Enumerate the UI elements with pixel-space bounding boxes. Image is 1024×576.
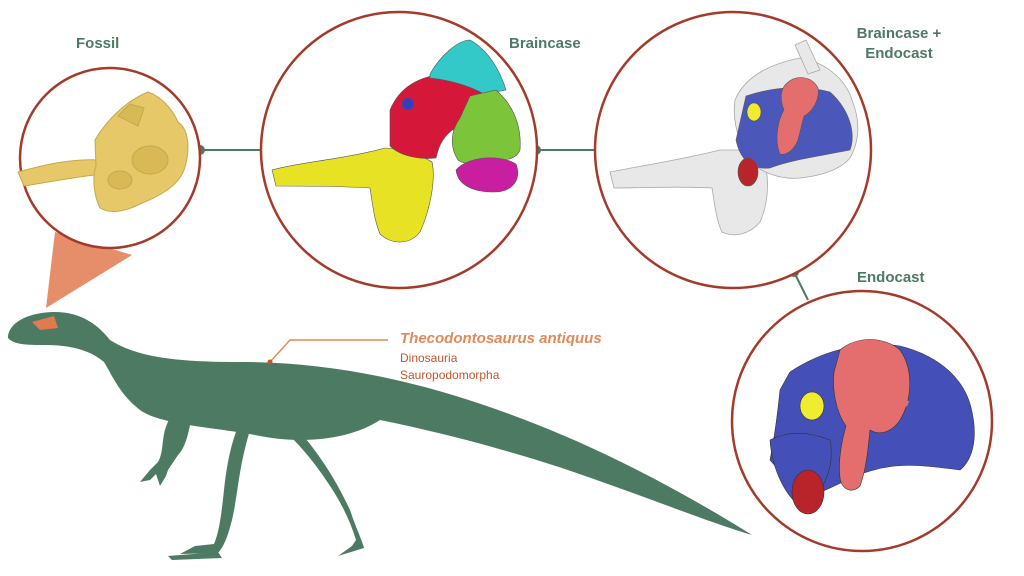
- fossil-bone: [17, 91, 189, 212]
- braincase-endocast-circle: [593, 10, 873, 290]
- dinosaur-arm: [150, 418, 190, 470]
- endocast-model: [769, 339, 975, 515]
- label-braincase-endocast-line2: Endocast: [865, 45, 933, 62]
- species-clade-sauropodomorpha: Sauropodomorpha: [400, 368, 500, 382]
- label-braincase: Braincase: [509, 35, 581, 52]
- endocast-darkred-volume: [791, 469, 825, 515]
- dinosaur-silhouette: [8, 312, 752, 560]
- label-fossil: Fossil: [76, 35, 120, 52]
- braincase-model: [271, 39, 521, 243]
- braincase-circle: [259, 10, 539, 290]
- endocast-pink-loop: [845, 397, 910, 422]
- skull-highlight: [32, 316, 58, 330]
- endocast-yellow-blob: [746, 102, 762, 122]
- endocast-yellow-volume: [799, 391, 825, 421]
- dinosaur-leg-rear: [290, 432, 364, 556]
- label-braincase-endocast: Braincase + Endocast: [845, 24, 953, 64]
- endocast-dark-red-blob: [737, 157, 759, 187]
- braincase-yellow-part: [271, 147, 434, 243]
- endocast-pink-part: [776, 77, 819, 155]
- species-pointer: [269, 339, 388, 363]
- braincase-magenta-part: [455, 157, 518, 193]
- species-clade-dinosauria: Dinosauria: [400, 351, 458, 365]
- dinosaur-body: [8, 312, 752, 535]
- braincase-cyan-part: [429, 39, 507, 95]
- endocast-in-braincase: [735, 77, 853, 187]
- dinosaur-hand: [140, 470, 168, 486]
- label-endocast: Endocast: [857, 269, 925, 286]
- braincase-blue-dot: [401, 97, 415, 111]
- connector-to-endocast: [793, 271, 809, 301]
- fossil-circle: [17, 66, 202, 250]
- dinosaur-leg: [180, 430, 250, 554]
- species-name: Thecodontosaurus antiquus: [400, 330, 602, 347]
- species-pointer-dot: [267, 359, 273, 365]
- label-braincase-endocast-line1: Braincase +: [856, 25, 942, 42]
- endocast-pink-volume: [833, 339, 911, 491]
- connectors: [200, 149, 809, 301]
- highlight-cone: [46, 232, 132, 308]
- endocast-circle: [730, 289, 994, 553]
- dinosaur-foot: [168, 552, 222, 560]
